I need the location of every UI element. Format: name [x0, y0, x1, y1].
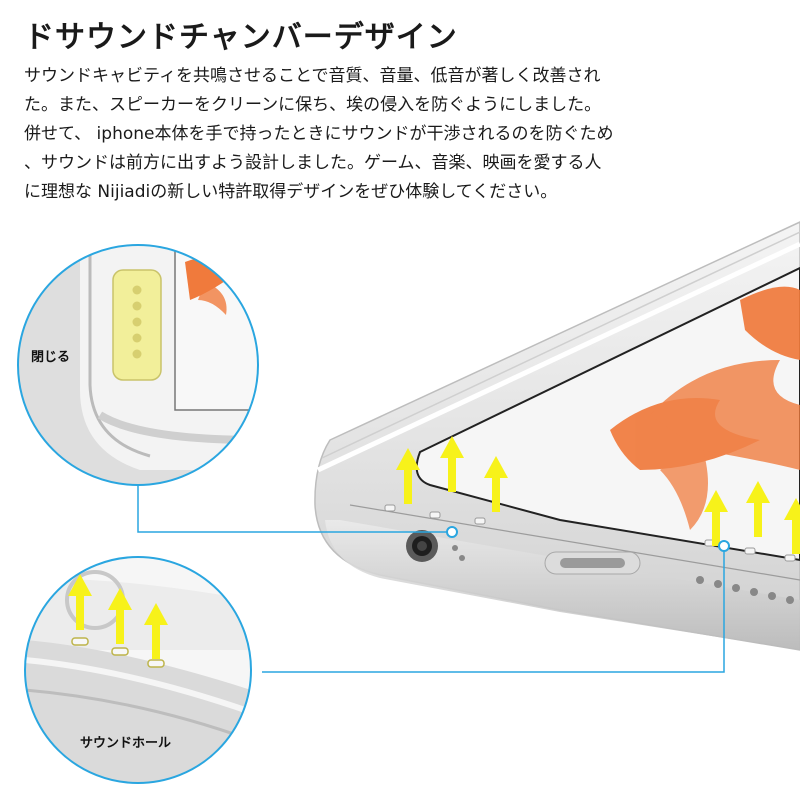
- zoom-circle-closed: [17, 244, 259, 486]
- callout-connectors: [137, 485, 725, 673]
- description-line: 併せて、 iphone本体を手で持ったときにサウンドが干渉されるのを防ぐため: [24, 124, 614, 144]
- phone-case-main: [314, 221, 800, 651]
- description-line: サウンドキャビティを共鳴させることで音質、音量、低音が著しく改善され: [24, 66, 601, 86]
- description-line: た。また、スピーカーをクリーンに保ち、埃の侵入を防ぐようにしました。: [24, 95, 602, 115]
- zoom-circle-soundhole: [24, 556, 252, 784]
- headphone-jack: [406, 530, 438, 562]
- page-title: ドサウンドチャンバーデザイン: [24, 20, 458, 55]
- callout-label-closed: 閉じる: [31, 350, 71, 365]
- callout-dot: [446, 526, 458, 538]
- description-line: 、サウンドは前方に出すよう設計しました。ゲーム、音楽、映画を愛する人: [24, 153, 602, 173]
- description-text: サウンドキャビティを共鳴させることで音質、音量、低音が著しく改善され た。また、…: [24, 62, 780, 207]
- description-line: に理想な Nijiadiの新しい特許取得デザインをぜひ体験してください。: [24, 182, 558, 202]
- callout-dot: [718, 540, 730, 552]
- fish-wallpaper: [610, 286, 800, 530]
- speaker-grille: [696, 576, 794, 604]
- callout-label-soundhole: サウンドホール: [80, 736, 172, 751]
